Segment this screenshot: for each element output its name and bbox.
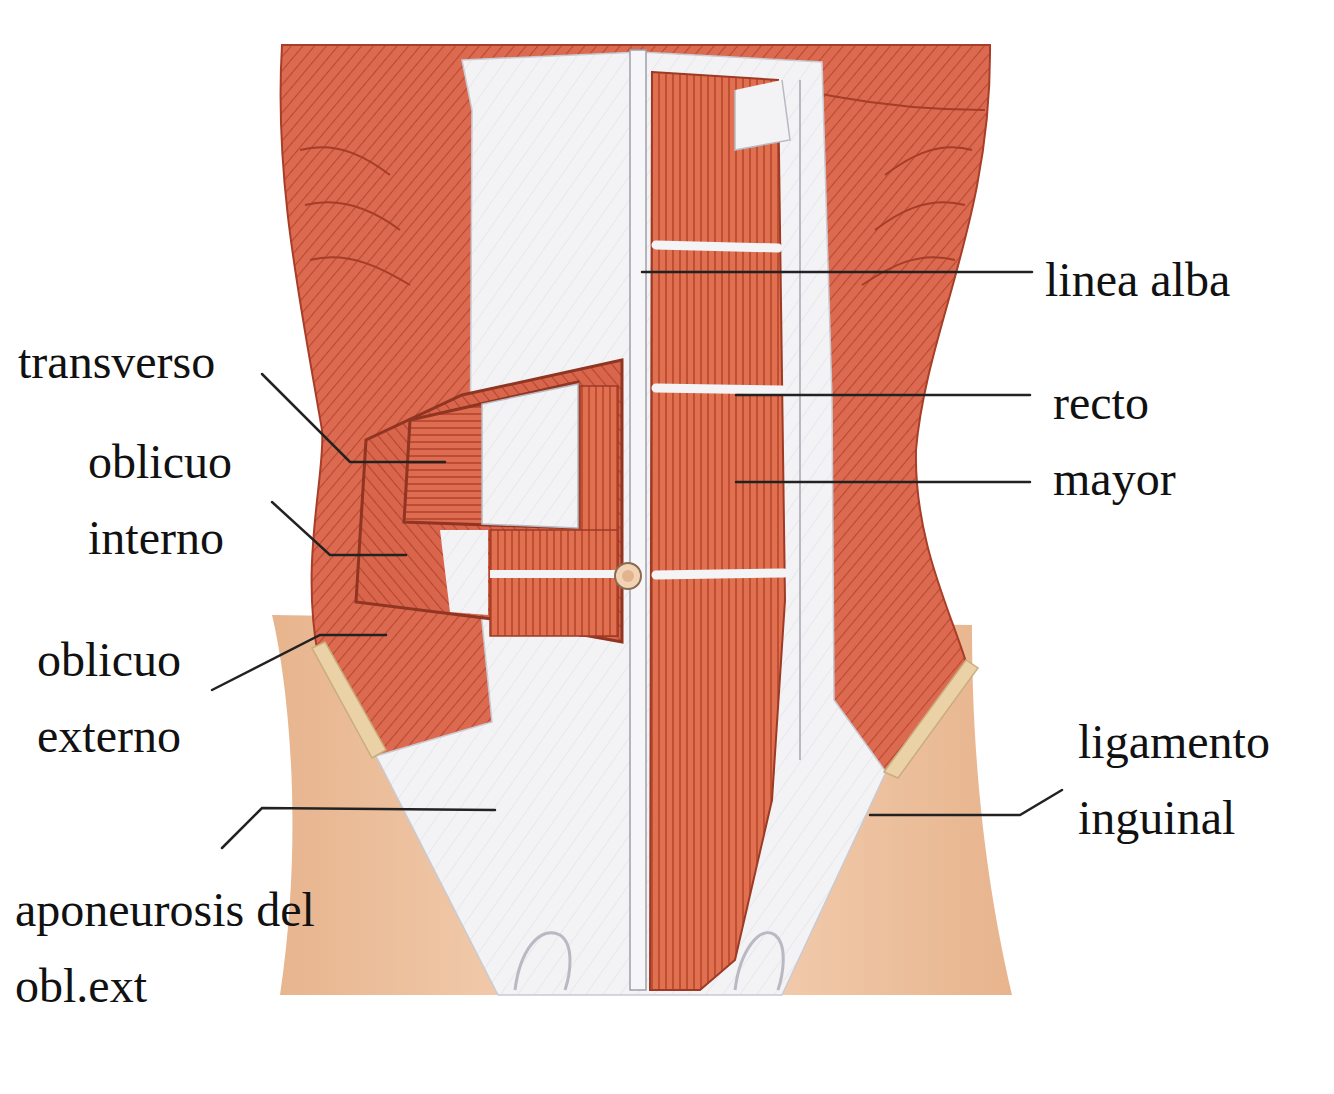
part-label: transverso [18, 324, 215, 400]
part-label: aponeurosis del obl.ext [15, 872, 335, 1024]
leader-line [736, 394, 1030, 397]
leader-line [642, 271, 1032, 274]
part-label: recto mayor [1053, 365, 1176, 517]
leader-line [272, 502, 406, 555]
part-label: linea alba [1045, 242, 1230, 318]
part-label: oblicuo externo [37, 622, 181, 774]
leader-line [736, 481, 1030, 484]
leader-line [870, 790, 1062, 815]
leader-line [262, 374, 445, 462]
leader-line [212, 635, 386, 690]
part-label: oblicuo interno [88, 424, 232, 576]
leader-line [222, 808, 495, 848]
part-label: ligamento inguinal [1078, 704, 1270, 856]
